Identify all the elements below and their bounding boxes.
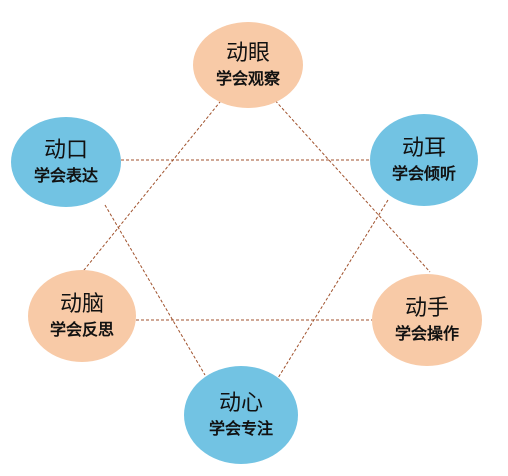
connector-mouth-heart [104, 204, 206, 376]
node-brain-subtitle: 学会反思 [49, 320, 114, 339]
node-heart-title: 动心 [218, 391, 263, 416]
node-eye-title: 动眼 [225, 41, 270, 66]
node-ear-subtitle: 学会倾听 [391, 164, 456, 183]
node-ear-title: 动耳 [401, 136, 446, 161]
node-heart: 动心 学会专注 [184, 366, 298, 464]
connector-ear-heart [277, 199, 389, 379]
node-eye: 动眼 学会观察 [193, 22, 303, 108]
node-eye-subtitle: 学会观察 [215, 69, 280, 88]
node-hand-title: 动手 [404, 296, 449, 321]
connector-eye-brain [79, 96, 225, 276]
node-heart-subtitle: 学会专注 [208, 419, 273, 438]
node-hand: 动手 学会操作 [372, 274, 482, 366]
node-ear: 动耳 学会倾听 [370, 114, 478, 206]
node-brain-title: 动脑 [59, 292, 104, 317]
node-hand-subtitle: 学会操作 [394, 324, 459, 343]
node-mouth: 动口 学会表达 [11, 117, 121, 207]
node-mouth-subtitle: 学会表达 [33, 166, 98, 185]
connector-eye-hand [271, 96, 431, 273]
node-brain: 动脑 学会反思 [28, 270, 136, 362]
node-mouth-title: 动口 [43, 138, 88, 163]
